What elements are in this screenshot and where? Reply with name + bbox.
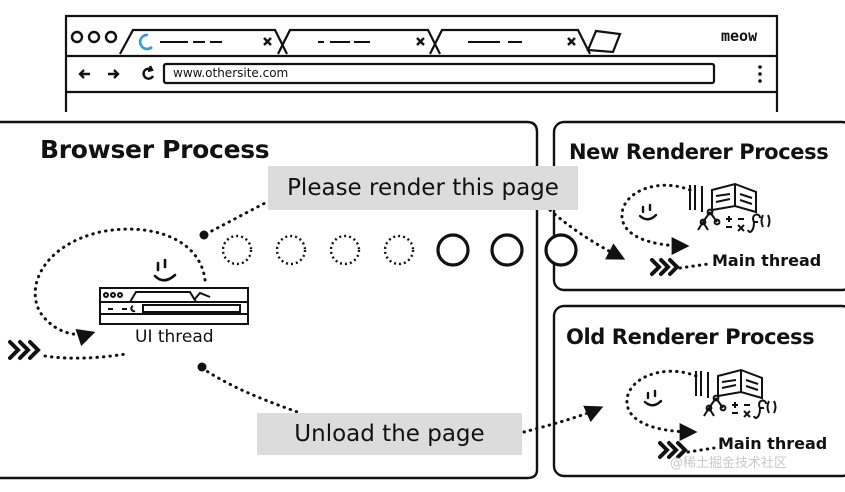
back-arrow-icon[interactable] (78, 69, 90, 79)
window-control-close-icon (70, 30, 84, 44)
progress-step-active (490, 233, 524, 267)
unload-pointer-dot (197, 362, 207, 372)
old-renderer-process-title: Old Renderer Process (566, 325, 815, 349)
unload-message-pointer (200, 366, 302, 415)
loading-spinner-icon (138, 33, 153, 51)
new-renderer-tools-icon (689, 182, 771, 233)
ui-thread-mini-browser-icon (99, 287, 249, 325)
window-control-minimize-icon (87, 30, 101, 44)
tab-2[interactable] (277, 28, 441, 55)
ui-thread-loop (33, 227, 207, 347)
window-controls[interactable] (70, 30, 118, 44)
new-tab-button[interactable] (586, 29, 622, 54)
tab-1-close-icon[interactable] (263, 37, 272, 46)
new-renderer-face-icon (638, 203, 658, 221)
tab-1[interactable] (119, 28, 288, 55)
progress-step-pending (329, 234, 361, 266)
new-main-thread-loop (620, 183, 692, 255)
old-renderer-tools-icon (695, 368, 777, 419)
browser-window (64, 14, 779, 112)
ui-thread-input-chevrons (8, 340, 41, 360)
window-control-maximize-icon (104, 30, 118, 44)
ui-thread-label: UI thread (135, 327, 214, 347)
progress-step-pending (275, 234, 307, 266)
ui-thread-face-icon (153, 258, 177, 282)
browser-process-title: Browser Process (40, 135, 270, 164)
tab-2-close-icon[interactable] (416, 37, 425, 46)
watermark: @稀土掘金技术社区 (670, 456, 788, 471)
address-bar[interactable] (162, 62, 716, 85)
reload-icon[interactable] (142, 65, 155, 80)
menu-kebab-icon[interactable] (758, 65, 762, 83)
unload-message-arrow (522, 405, 604, 434)
render-pointer-dot (199, 230, 209, 240)
new-main-thread-input-chevrons (650, 258, 680, 276)
forward-arrow-icon[interactable] (108, 69, 120, 79)
tab-3-close-icon[interactable] (567, 37, 576, 46)
tab-3[interactable] (429, 28, 591, 55)
unload-request-message: Unload the page (257, 413, 522, 455)
ui-thread-input-line (43, 352, 128, 360)
old-main-thread-input-chevrons (658, 441, 688, 459)
browser-process-box (0, 120, 539, 480)
new-renderer-main-thread-label: Main thread (712, 251, 822, 270)
progress-step-pending (221, 234, 253, 266)
render-message-pointer (204, 201, 267, 236)
browser-window-frame (64, 14, 779, 112)
progress-step-active (544, 233, 578, 267)
old-renderer-process-box (552, 304, 845, 478)
progress-step-active (436, 233, 470, 267)
old-renderer-face-icon (643, 389, 663, 407)
new-main-thread-input-line (678, 262, 710, 270)
old-main-thread-input-line (686, 446, 716, 454)
render-message-arrow (548, 208, 626, 260)
address-bar-url[interactable]: www.othersite.com (173, 66, 289, 80)
progress-step-pending (383, 234, 415, 266)
old-renderer-main-thread-label: Main thread (718, 434, 828, 453)
ipc-progress-indicators (221, 233, 578, 267)
new-renderer-process-title: New Renderer Process (569, 140, 829, 164)
browser-app-name: meow (721, 27, 758, 45)
render-request-message: Please render this page (268, 166, 578, 210)
